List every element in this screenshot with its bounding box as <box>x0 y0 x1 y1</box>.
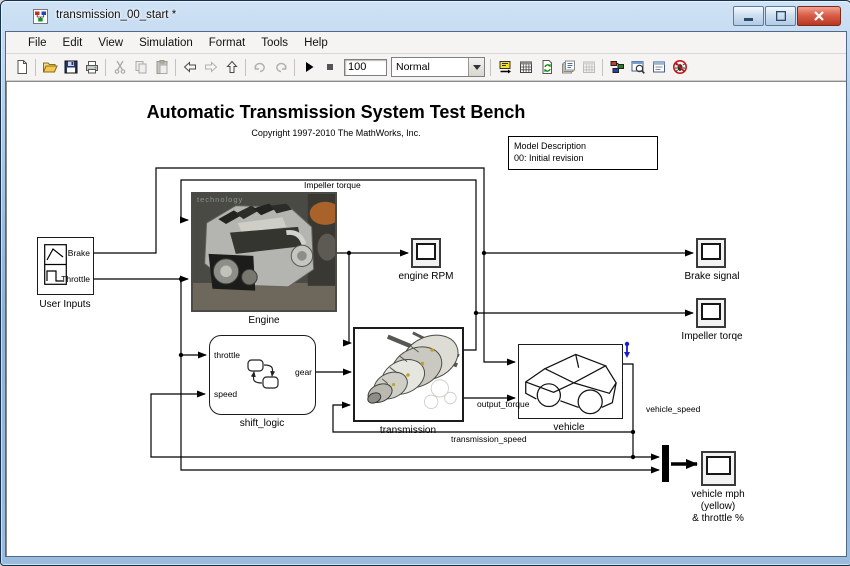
minimize-button[interactable] <box>733 6 764 26</box>
brake-signal-label: Brake signal <box>684 271 740 282</box>
vehicle-mph-scope-label: vehicle mph (yellow) & throttle % <box>691 489 744 525</box>
new-model-icon[interactable] <box>11 57 32 77</box>
signal-label-vehicle-speed: vehicle_speed <box>646 404 701 414</box>
library-browser-icon[interactable] <box>606 57 627 77</box>
disabled-library-icon[interactable] <box>578 57 599 77</box>
open-icon[interactable] <box>39 57 60 77</box>
toolbar: Normal <box>6 54 846 81</box>
port-label-gear-out: gear <box>294 367 312 377</box>
stop-simulation-icon[interactable] <box>319 57 340 77</box>
brake-signal-scope-block[interactable] <box>696 238 726 268</box>
transmission-drawing <box>355 329 462 420</box>
vehicle-drawing <box>525 353 617 415</box>
port-label-throttle-in: throttle <box>214 350 240 360</box>
cut-icon[interactable] <box>109 57 130 77</box>
engine-rpm-label: engine RPM <box>398 271 454 282</box>
signal-label-impeller-torque: Impeller torque <box>304 180 361 190</box>
start-simulation-icon[interactable] <box>298 57 319 77</box>
vehicle-mph-label-line2: (yellow) <box>700 501 736 512</box>
debug-icon[interactable] <box>669 57 690 77</box>
copyright-annotation: Copyright 1997-2010 The MathWorks, Inc. <box>251 128 421 138</box>
build-target-icon[interactable] <box>494 57 515 77</box>
impeller-torque-scope-block[interactable] <box>696 298 726 328</box>
menu-simulation[interactable]: Simulation <box>139 36 193 49</box>
scope-screen-icon <box>706 456 731 475</box>
engine-rpm-scope-block[interactable] <box>411 238 441 268</box>
engine-photo-text: technology <box>197 195 244 204</box>
user-inputs-block[interactable]: Brake Throttle <box>37 237 94 295</box>
menu-tools[interactable]: Tools <box>261 36 289 49</box>
diagram-title: Automatic Transmission System Test Bench <box>146 102 526 122</box>
engine-block[interactable]: technology <box>191 192 341 312</box>
model-workspace-icon[interactable] <box>648 57 669 77</box>
simulation-report-icon[interactable] <box>557 57 578 77</box>
simulation-mode-select[interactable]: Normal <box>391 57 485 77</box>
signal-label-output-torque: output_torque <box>477 399 530 409</box>
save-icon[interactable] <box>60 57 81 77</box>
window-title: transmission_00_start * <box>56 9 177 21</box>
menu-help[interactable]: Help <box>304 36 328 49</box>
title-bar[interactable]: transmission_00_start * <box>1 1 850 31</box>
menu-bar: File Edit View Simulation Format Tools H… <box>6 32 846 54</box>
stateflow-chart-icon <box>242 356 286 399</box>
update-diagram-icon[interactable] <box>536 57 557 77</box>
mux-block[interactable] <box>662 445 669 482</box>
user-inputs-label: User Inputs <box>39 299 91 310</box>
model-description-box[interactable]: Model Description 00: Initial revision <box>508 136 658 170</box>
signal-label-transmission-speed: transmission_speed <box>451 434 527 444</box>
navigate-forward-icon[interactable] <box>200 57 221 77</box>
scope-screen-icon <box>701 243 721 260</box>
menu-file[interactable]: File <box>28 36 47 49</box>
navigate-up-icon[interactable] <box>221 57 242 77</box>
port-label-brake: Brake <box>67 248 90 258</box>
redo-icon[interactable] <box>270 57 291 77</box>
port-label-throttle: Throttle <box>61 274 90 284</box>
navigate-back-icon[interactable] <box>179 57 200 77</box>
simulation-stop-time-input[interactable] <box>344 58 387 76</box>
shift-logic-label: shift_logic <box>239 418 285 429</box>
menu-edit[interactable]: Edit <box>62 36 83 49</box>
model-description-line1: Model Description <box>514 141 587 151</box>
impeller-torque-scope-label: Impeller torqe <box>681 331 743 342</box>
signal-builder-icon <box>44 244 67 290</box>
vehicle-mph-scope-block[interactable] <box>701 451 736 486</box>
vehicle-block[interactable] <box>518 344 623 419</box>
model-browser-icon[interactable] <box>627 57 648 77</box>
chevron-down-icon[interactable] <box>468 58 484 76</box>
paste-icon[interactable] <box>151 57 172 77</box>
print-icon[interactable] <box>81 57 102 77</box>
library-icon[interactable] <box>515 57 536 77</box>
port-label-speed-in: speed <box>214 389 238 399</box>
scope-screen-icon <box>416 243 436 260</box>
transmission-block[interactable] <box>353 327 464 422</box>
vehicle-mph-label-line3: & throttle % <box>692 513 744 524</box>
window-client-area: File Edit View Simulation Format Tools H… <box>5 31 847 557</box>
engine-photo <box>193 194 341 310</box>
close-button[interactable] <box>797 6 841 26</box>
scope-screen-icon <box>701 303 721 320</box>
simulink-model-icon <box>33 9 48 24</box>
simulation-mode-value: Normal <box>396 61 430 73</box>
copy-icon[interactable] <box>130 57 151 77</box>
vehicle-label: vehicle <box>553 422 585 433</box>
transmission-label: transmission <box>379 425 437 436</box>
test-point-icon <box>624 341 630 358</box>
menu-view[interactable]: View <box>98 36 124 49</box>
undo-icon[interactable] <box>249 57 270 77</box>
model-canvas[interactable]: Automatic Transmission System Test Bench… <box>6 81 846 556</box>
maximize-button[interactable] <box>765 6 796 26</box>
engine-label: Engine <box>248 315 280 326</box>
menu-format[interactable]: Format <box>208 36 246 49</box>
model-description-line2: 00: Initial revision <box>514 153 584 163</box>
shift-logic-block[interactable]: throttle speed gear <box>209 335 316 415</box>
vehicle-mph-label-line1: vehicle mph <box>691 489 745 500</box>
